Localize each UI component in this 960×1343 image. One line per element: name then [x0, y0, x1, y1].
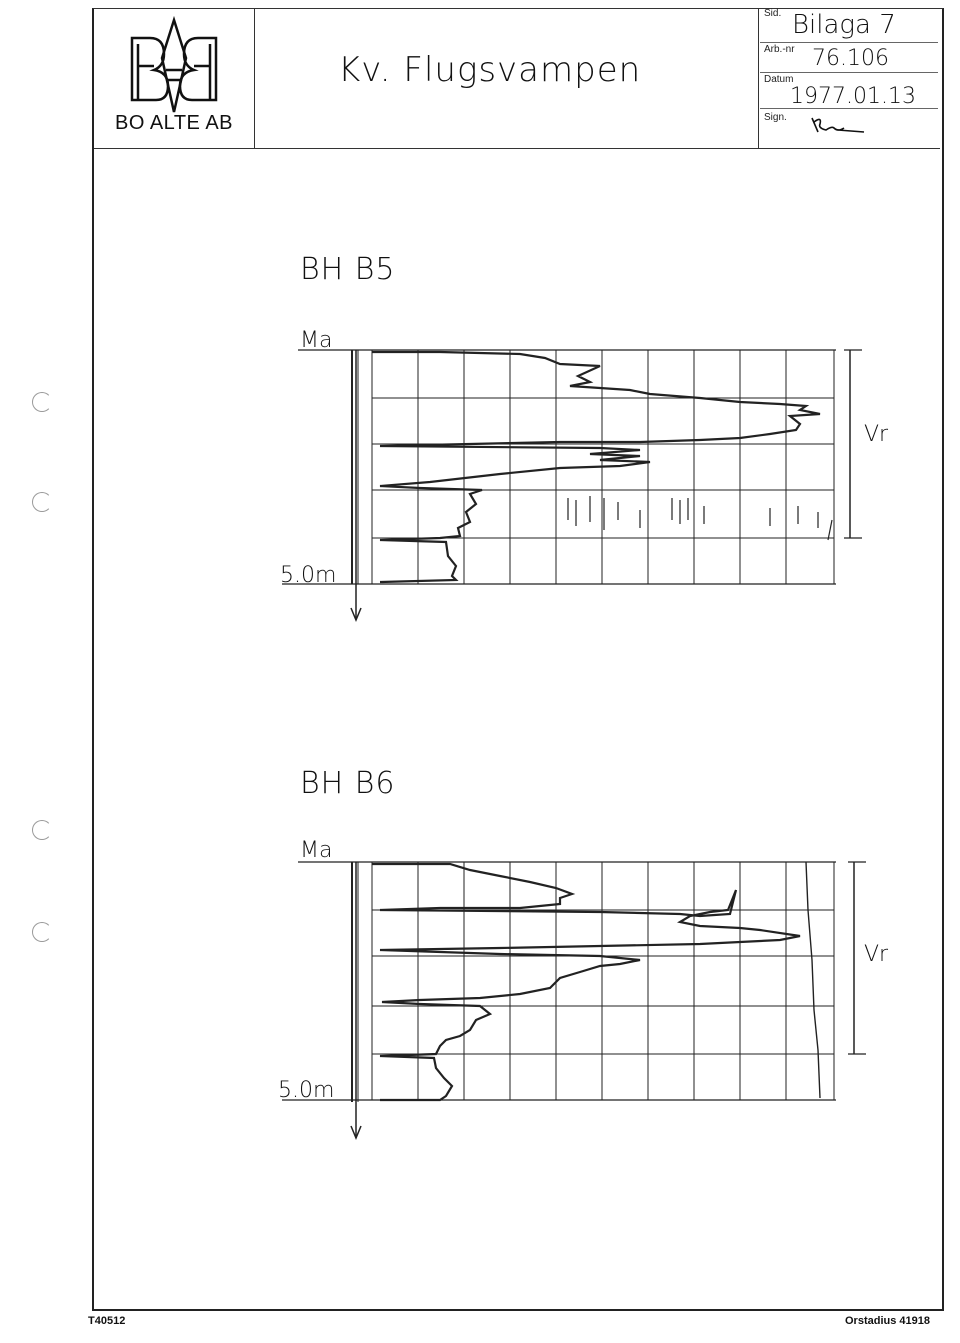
log-title-b6: BH B6: [300, 766, 396, 801]
datum-label: Datum: [764, 74, 794, 85]
meta-row-arbnr: [760, 42, 938, 73]
depth-label-b6: 5.0m: [278, 1078, 335, 1103]
sign-label: Sign.: [764, 112, 787, 123]
arbnr-label: Arb.-nr: [764, 44, 795, 55]
sid-value: Bilaga 7: [792, 10, 896, 40]
top-label-b5: Ma: [300, 328, 333, 353]
side-label-b5: Vr: [864, 422, 889, 447]
logo-box: [94, 8, 255, 148]
sounding-log-b5: [282, 349, 862, 622]
printer-imprint: Orstadius 41918: [845, 1315, 930, 1327]
page-title: Kv. Flugsvampen: [338, 50, 642, 90]
binder-hole-4: [32, 922, 52, 942]
signature-mark: [811, 117, 865, 133]
company-logo-icon: [130, 15, 218, 113]
binder-hole-1: [32, 392, 52, 412]
header-row: [94, 8, 940, 149]
sounding-log-b6: [282, 861, 866, 1140]
datum-value: 1977.01.13: [790, 84, 916, 109]
meta-row-sid: [760, 8, 938, 43]
log-title-b5: BH B5: [300, 252, 396, 287]
side-label-b6: Vr: [864, 942, 889, 967]
meta-row-datum: [760, 72, 938, 109]
top-label-b6: Ma: [300, 838, 333, 863]
binder-hole-2: [32, 492, 52, 512]
form-number: T40512: [88, 1315, 126, 1327]
page-frame: [92, 8, 944, 1311]
page-bottom-line: [92, 1309, 942, 1311]
binder-hole-3: [32, 820, 52, 840]
meta-box: [758, 8, 941, 148]
arbnr-value: 76.106: [812, 46, 889, 71]
sid-label: Sid.: [764, 8, 782, 19]
company-name: BO ALTE AB: [114, 112, 234, 134]
